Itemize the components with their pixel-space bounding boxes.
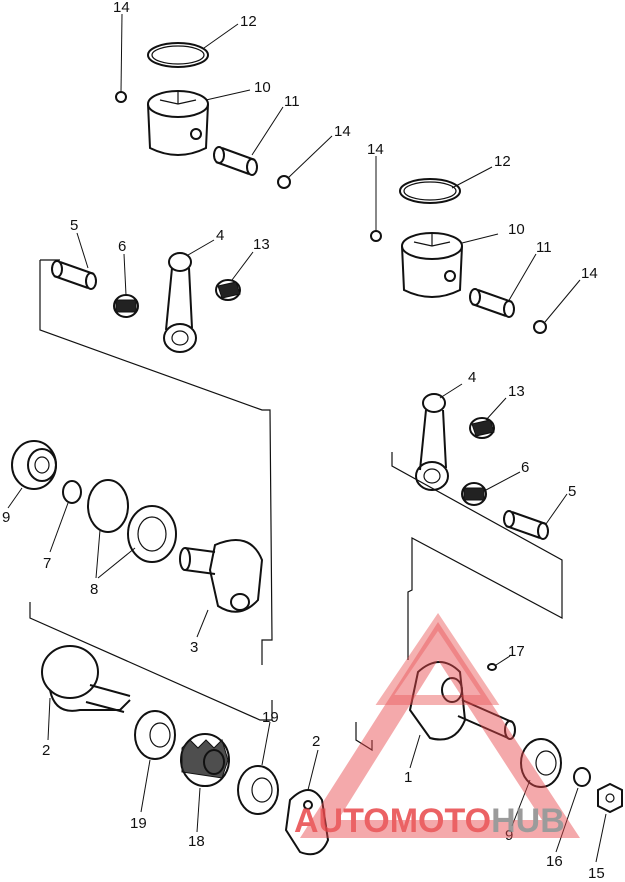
callout-16: 16: [546, 853, 563, 870]
assembly-frame-right-lower: [355, 722, 373, 752]
crankshaft-half-left-3: [179, 539, 264, 613]
crank-pin-right: [503, 510, 549, 540]
piston-ring-left: [147, 42, 209, 68]
seal-rings-8: [87, 479, 177, 563]
callout-14: 14: [367, 141, 384, 158]
callout-18: 18: [188, 833, 205, 850]
callout-17: 17: [508, 643, 525, 660]
piston-ring-right: [399, 178, 461, 204]
crank-pin-left: [51, 260, 97, 290]
callout-13: 13: [508, 383, 525, 400]
crank-web-2-bottom: [284, 789, 330, 856]
crankshaft-right-1: [408, 661, 516, 741]
callout-6: 6: [118, 238, 126, 255]
piston-left: [147, 90, 209, 156]
callout-10: 10: [508, 221, 525, 238]
washer-16: [573, 767, 591, 787]
callout-8: 8: [90, 581, 98, 598]
piston-right: [401, 232, 463, 298]
circlip-left-b: [277, 175, 291, 189]
bearing-19-right: [237, 765, 279, 815]
needle-bearing-left-13: [215, 279, 241, 301]
svg-text:AUTOMOTOHUB: AUTOMOTOHUB: [294, 802, 565, 840]
callout-4: 4: [468, 369, 476, 386]
callout-14: 14: [581, 265, 598, 282]
watermark-text-hub: HUB: [491, 802, 565, 840]
main-bearing-right-9: [520, 738, 562, 788]
callout-19: 19: [262, 709, 279, 726]
connecting-rod-left: [163, 252, 197, 353]
bearing-19-left: [134, 710, 176, 760]
callout-11: 11: [536, 239, 552, 256]
callout-3: 3: [190, 639, 198, 656]
circlip-right-a: [370, 230, 382, 242]
gear-18: [180, 733, 230, 787]
wrist-pin-right: [469, 288, 515, 318]
callout-14: 14: [334, 123, 351, 140]
callout-9: 9: [505, 827, 513, 844]
callout-9: 9: [2, 509, 10, 526]
callout-11: 11: [284, 93, 300, 110]
callout-4: 4: [216, 227, 224, 244]
watermark-text-moto: MOTO: [390, 802, 491, 840]
needle-bearing-right-13: [469, 417, 495, 439]
watermark-text-auto: AUTO: [294, 802, 390, 840]
callout-7: 7: [43, 555, 51, 572]
callout-10: 10: [254, 79, 271, 96]
bearing-left-6: [113, 294, 139, 318]
wrist-pin-left: [213, 146, 258, 176]
circlip-left-a: [115, 91, 127, 103]
connecting-rod-right: [415, 393, 449, 491]
circlip-right-b: [533, 320, 547, 334]
assembly-frame-lower: [29, 602, 273, 721]
callout-12: 12: [240, 13, 257, 30]
callout-12: 12: [494, 153, 511, 170]
crankshaft-half-2-left: [41, 645, 131, 713]
callout-5: 5: [70, 217, 78, 234]
nut-15: [597, 782, 623, 814]
watermark: AUTOMOTOHUB: [294, 613, 580, 840]
callout-14: 14: [113, 0, 130, 16]
callout-5: 5: [568, 483, 576, 500]
callout-19: 19: [130, 815, 147, 832]
bearing-right-6: [461, 482, 487, 506]
callout-13: 13: [253, 236, 270, 253]
assembly-frame-left: [39, 259, 273, 665]
callout-2: 2: [312, 733, 320, 750]
assembly-frame-right: [391, 452, 563, 660]
main-bearing-left-9: [11, 440, 57, 490]
callout-labels: 14 12 10 11 14 5 6 4 13 14 12 10 11 14 4…: [2, 0, 605, 882]
callout-2: 2: [42, 742, 50, 759]
retaining-ring-7: [62, 480, 82, 504]
leader-lines: [7, 13, 607, 863]
callout-15: 15: [588, 865, 605, 882]
callout-1: 1: [404, 769, 412, 786]
key-17: [487, 663, 497, 671]
callout-6: 6: [521, 459, 529, 476]
watermark-triangle-icon: [300, 622, 580, 838]
